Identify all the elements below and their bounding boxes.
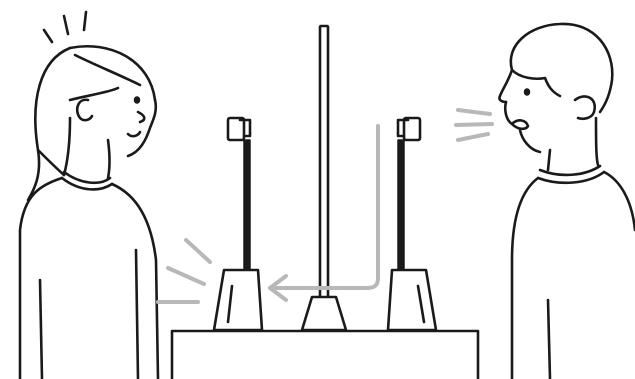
table (172, 331, 478, 379)
received-waves (158, 240, 210, 302)
man-figure (499, 24, 635, 379)
microphone-left (214, 118, 262, 330)
woman-figure (20, 12, 158, 379)
microphone-right (388, 118, 436, 330)
speech-waves (456, 110, 492, 140)
partition (302, 26, 346, 330)
